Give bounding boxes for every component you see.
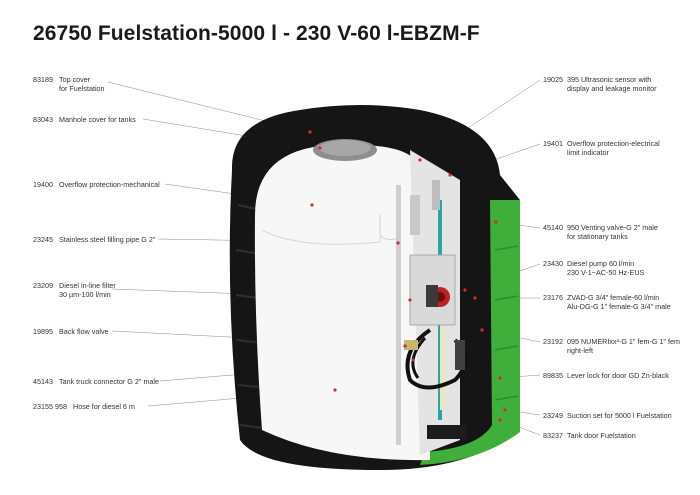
- part-number: 23155 958: [33, 402, 67, 411]
- label-lever-lock: 89835 Lever lock for door GD Zn-black: [543, 371, 669, 380]
- part-description: Manhole cover for tanks: [59, 115, 136, 124]
- equipment: [396, 180, 467, 445]
- label-truck-connector: 45143 Tank truck connector G 2" male: [33, 377, 159, 386]
- part-description: Suction set for 5000 l Fuelstation: [567, 411, 672, 420]
- part-number: 83237: [543, 431, 563, 440]
- part-description-line2: limit indicator: [567, 148, 609, 157]
- part-number: 19401: [543, 139, 563, 148]
- label-suction-set: 23249 Suction set for 5000 l Fuelstation: [543, 411, 672, 420]
- part-description-line2: for Fuelstation: [59, 84, 105, 93]
- part-number: 89835: [543, 371, 563, 380]
- part-description: Overflow protection-mechanical: [59, 180, 160, 189]
- part-number: 23245: [33, 235, 53, 244]
- part-description: Lever lock for door GD Zn-black: [567, 371, 669, 380]
- part-description: Diesel in-line filter: [59, 281, 116, 290]
- callout-markers: [308, 130, 507, 422]
- part-description-line2: 30 µm-100 l/min: [59, 290, 111, 299]
- label-tank-door: 83237 Tank door Fuelstation: [543, 431, 636, 440]
- label-filling-pipe: 23245 Stainless steel filling pipe G 2": [33, 235, 155, 244]
- part-description-line2: Alu-DG-G 1" female-G 3/4" male: [567, 302, 671, 311]
- part-description: 095 NUMERIxx³-G 1" fem-G 1" fem: [567, 337, 680, 346]
- part-number: 23176: [543, 293, 563, 302]
- part-number: 23192: [543, 337, 563, 346]
- part-number: 45143: [33, 377, 53, 386]
- tank-door: [420, 200, 520, 465]
- part-number: 19025: [543, 75, 563, 84]
- part-description: Hose for diesel 6 m: [73, 402, 135, 411]
- part-description-line2: for stationary tanks: [567, 232, 628, 241]
- part-number: 19400: [33, 180, 53, 189]
- part-number: 23209: [33, 281, 53, 290]
- part-description: Tank truck connector G 2" male: [59, 377, 160, 386]
- diagram-title: 26750 Fuelstation-5000 l - 230 V-60 l-EB…: [33, 22, 480, 45]
- part-description: Stainless steel filling pipe G 2": [59, 235, 156, 244]
- part-description: Top cover: [59, 75, 91, 84]
- part-description: 950 Venting valve-G 2" male: [567, 223, 658, 232]
- part-description-line2: display and leakage monitor: [567, 84, 657, 93]
- part-number: 45140: [543, 223, 563, 232]
- label-diesel-hose: 23155 958 Hose for diesel 6 m: [33, 402, 135, 411]
- label-back-flow-valve: 19895 Back flow valve: [33, 327, 109, 336]
- label-manhole-cover: 83043 Manhole cover for tanks: [33, 115, 136, 124]
- label-overflow-mechanical: 19400 Overflow protection-mechanical: [33, 180, 160, 189]
- part-description: Tank door Fuelstation: [567, 431, 636, 440]
- part-number: 19895: [33, 327, 53, 336]
- part-description-line2: 230 V-1~AC-50 Hz-EUS: [567, 268, 645, 277]
- part-description: ZVAD-G 3/4" female-60 l/min: [567, 293, 660, 302]
- part-number: 23430: [543, 259, 563, 268]
- part-description: Diesel pump 60 l/min: [567, 259, 635, 268]
- part-description: Overflow protection-electrical: [567, 139, 660, 148]
- part-description: Back flow valve: [59, 327, 109, 336]
- part-number: 23249: [543, 411, 563, 420]
- part-description-line2: right-left: [567, 346, 593, 355]
- part-number: 83043: [33, 115, 53, 124]
- part-number: 83189: [33, 75, 53, 84]
- part-description: 395 Ultrasonic sensor with: [567, 75, 652, 84]
